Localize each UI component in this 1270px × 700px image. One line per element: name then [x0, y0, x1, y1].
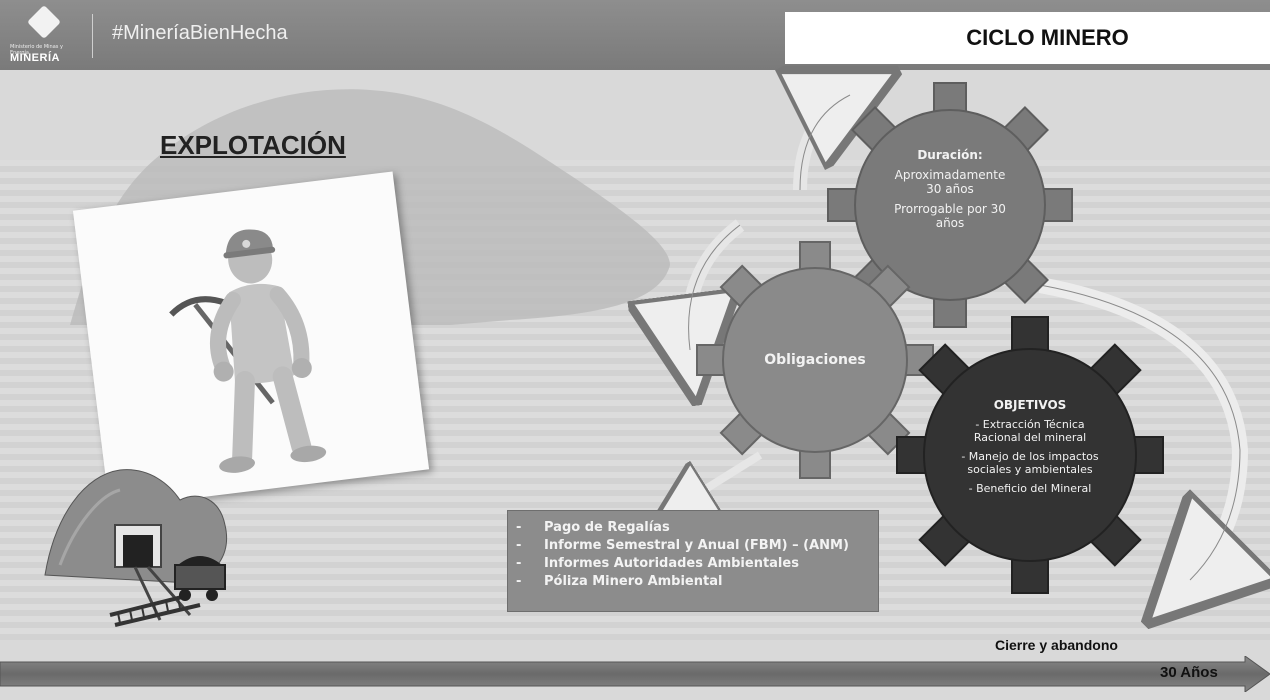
hashtag: #MineríaBienHecha: [112, 22, 288, 44]
objective-3: - Beneficio del Mineral: [968, 482, 1092, 495]
obligations-list: -Pago de Regalías -Informe Semestral y A…: [508, 519, 878, 591]
closure-label: Cierre y abandono: [995, 637, 1118, 653]
list-item: -Póliza Minero Ambiental: [516, 574, 723, 589]
objectives-heading: OBJETIVOS: [993, 398, 1067, 412]
gear-duration: [827, 82, 1073, 328]
obligation-2: Informe Semestral y Anual (FBM) – (ANM): [544, 538, 849, 553]
header-divider: [92, 14, 93, 58]
logo-text: MINERÍA: [10, 52, 60, 64]
obligations-list-box: -Pago de Regalías -Informe Semestral y A…: [507, 510, 879, 612]
duration-line1: Aproximadamente: [894, 168, 1006, 182]
duration-line3: Prorrogable por 30: [894, 202, 1006, 216]
arrow-to-list: [680, 451, 763, 505]
obligation-4: Póliza Minero Ambiental: [544, 574, 723, 589]
objective-2-line1: - Manejo de los impactos: [961, 450, 1099, 463]
miner-photo-card: [72, 171, 430, 509]
gear-objectives: [896, 316, 1164, 594]
obligation-1: Pago de Regalías: [544, 520, 670, 535]
objective-2-line2: sociales y ambientales: [967, 463, 1093, 476]
duration-line2: 30 años: [926, 182, 974, 196]
logo-small-text: Ministerio de Minas y Energía: [10, 44, 63, 56]
list-item: -Informe Semestral y Anual (FBM) – (ANM): [516, 538, 849, 553]
list-item: -Pago de Regalías: [516, 520, 670, 535]
duration-line4: años: [935, 216, 965, 230]
page-title: CICLO MINERO: [966, 25, 1129, 50]
obligations-label: Obligaciones: [764, 352, 866, 368]
objective-1-line2: Racional del mineral: [973, 431, 1087, 444]
miner-figure-icon: [169, 229, 327, 473]
page-title-box: CICLO MINERO: [785, 12, 1270, 64]
section-title: EXPLOTACIÓN: [160, 130, 346, 160]
mine-entrance-icon: [44, 469, 227, 627]
obligation-3: Informes Autoridades Ambientales: [544, 556, 799, 571]
objective-1-line1: - Extracción Técnica: [975, 418, 1085, 431]
duration-heading: Duración:: [917, 148, 983, 162]
objectives-text: OBJETIVOS - Extracción Técnica Racional …: [935, 398, 1125, 495]
list-item: -Informes Autoridades Ambientales: [516, 556, 799, 571]
timeline-end-label: 30 Años: [1160, 664, 1218, 681]
ministry-logo: Ministerio de Minas y Energía MINERÍA: [10, 5, 80, 66]
header-bar: Ministerio de Minas y Energía MINERÍA #M…: [0, 0, 1270, 70]
timeline-arrow: [0, 656, 1270, 692]
gear-duration-text: Duración: Aproximadamente 30 años Prorro…: [870, 148, 1030, 230]
